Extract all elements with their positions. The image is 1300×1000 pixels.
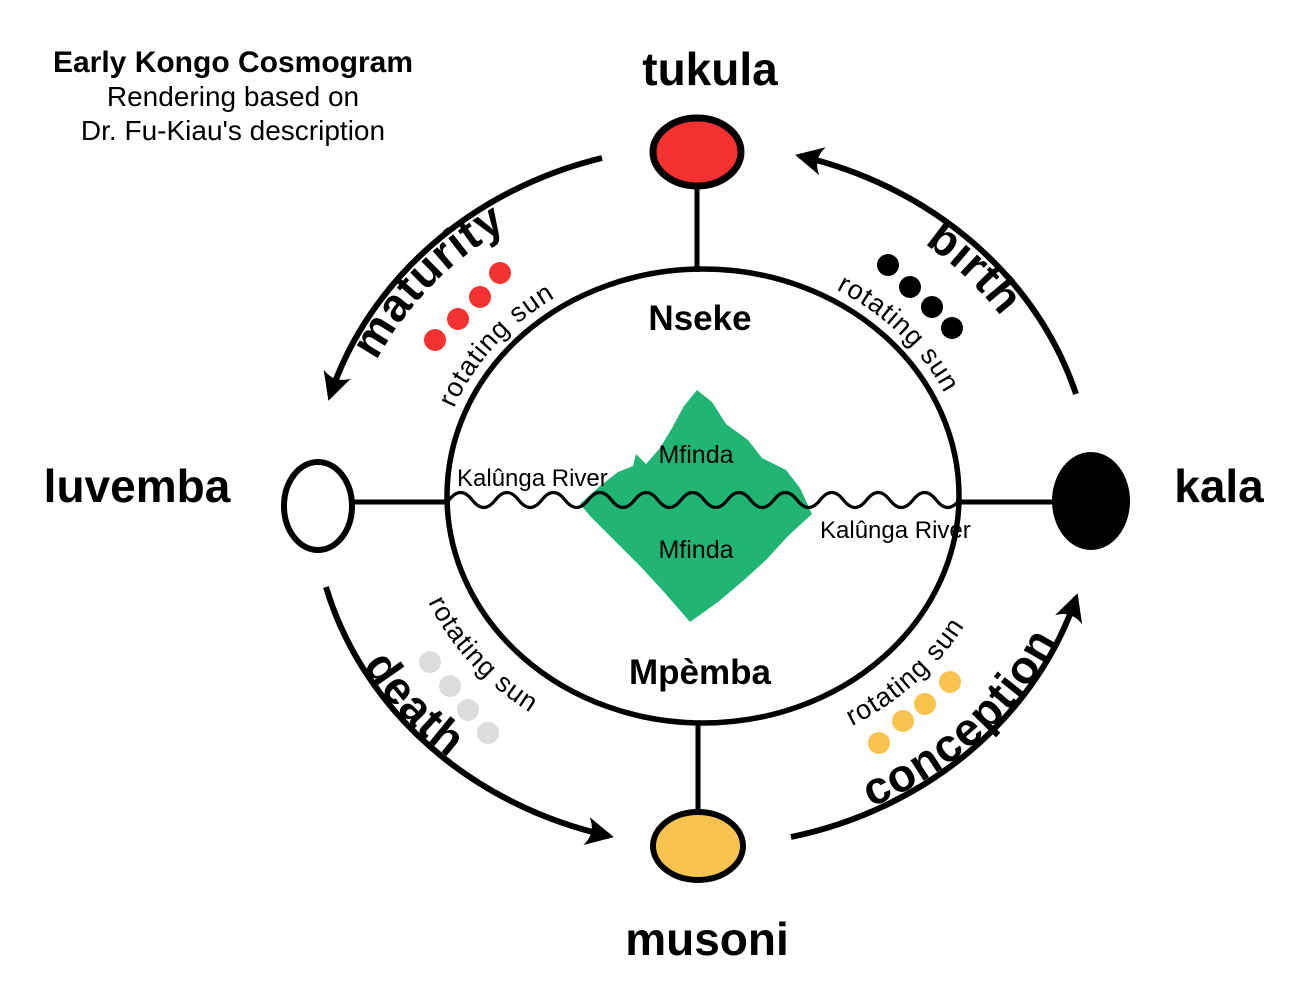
conception-arrow (790, 593, 1083, 840)
tukula-node (649, 114, 745, 190)
sun-dot (921, 296, 943, 318)
maturity-arrow (323, 155, 603, 401)
sun-dot (939, 671, 961, 693)
cycle-arrows (323, 147, 1083, 845)
sun-dot (419, 651, 441, 673)
sun-dot (457, 699, 479, 721)
river-label-left: Kalûnga River (457, 465, 608, 492)
kala-label: kala (1174, 460, 1264, 512)
diagram-subtitle-line2: Dr. Fu-Kiau's description (81, 115, 385, 146)
forest-label-upper: Mfinda (658, 441, 733, 469)
diagram-subtitle-line1: Rendering based on (107, 81, 359, 112)
musoni-node (650, 809, 746, 883)
sun-dot (868, 732, 890, 754)
birth-sun-dots (877, 254, 963, 339)
river-label-right: Kalûnga River (820, 517, 971, 544)
node-stems (354, 186, 1056, 814)
sun-dot (941, 317, 963, 339)
title-block: Early Kongo Cosmogram Rendering based on… (53, 46, 413, 146)
death-arrow (323, 586, 614, 845)
luvemba-label: luvemba (44, 460, 231, 512)
kala-node (1052, 452, 1130, 550)
sun-dot (424, 329, 446, 351)
sun-dot (469, 286, 491, 308)
sun-dot (447, 308, 469, 330)
death-sun-dots (419, 651, 499, 744)
forest-label-lower: Mfinda (658, 536, 733, 564)
maturity-sun-dots (424, 262, 511, 351)
sun-dot (892, 710, 914, 732)
sun-dot (439, 675, 461, 697)
kalunga-river-wave (447, 490, 961, 510)
upper-world-label: Nseke (648, 299, 751, 338)
lower-world-label: Mpèmba (629, 653, 772, 692)
sun-dot (914, 693, 936, 715)
sun-dot (477, 722, 499, 744)
tukula-label: tukula (642, 43, 778, 95)
diagram-title: Early Kongo Cosmogram (53, 46, 413, 79)
sun-dot (489, 262, 511, 284)
kalunga-river (447, 490, 961, 510)
musoni-label: musoni (625, 913, 789, 965)
luvemba-node (281, 459, 355, 553)
birth-arrow (795, 147, 1079, 395)
conception-sun-dots (868, 671, 961, 754)
sun-dot (877, 254, 899, 276)
mfinda-forest (580, 390, 812, 622)
sun-dot (899, 276, 921, 298)
death-label: death (355, 641, 476, 766)
